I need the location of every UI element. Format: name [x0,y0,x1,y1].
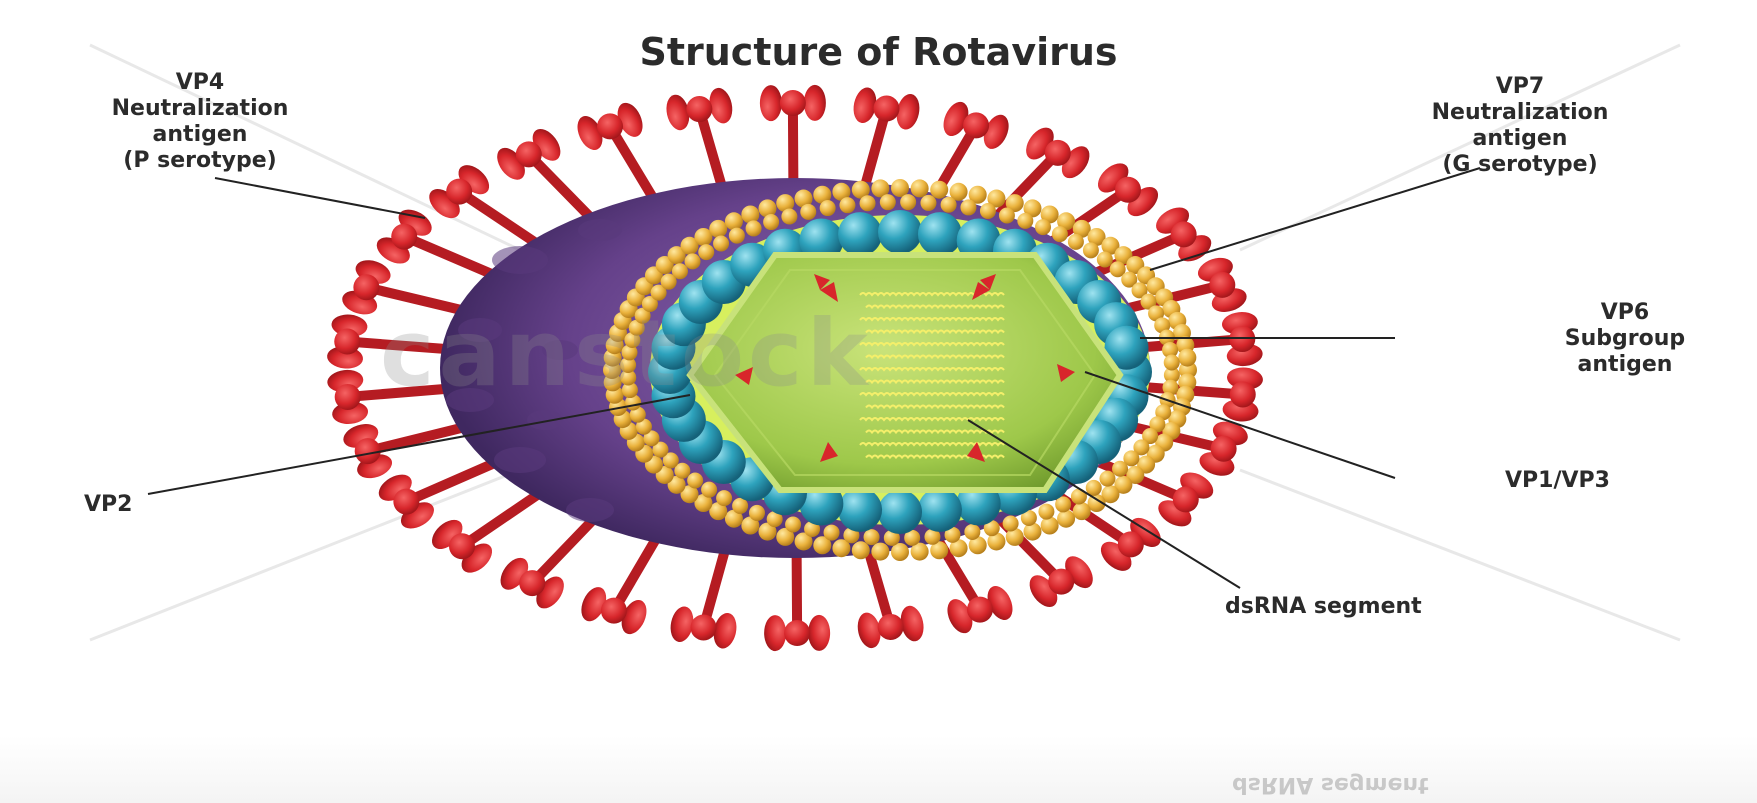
label-vp7: VP7 Neutralization antigen (G serotype) [1390,74,1650,178]
label-vp7-line3: antigen [1390,126,1650,152]
label-vp4: VP4 Neutralization antigen (P serotype) [70,70,330,174]
label-vp4-name: VP4 [70,70,330,96]
label-vp4-line4: (P serotype) [70,148,330,174]
label-vp4-line3: antigen [70,122,330,148]
spike [668,545,740,651]
spike [424,159,544,247]
spike [851,85,923,191]
spike [663,86,735,192]
label-vp7-line2: Neutralization [1390,100,1650,126]
spike [492,124,596,223]
spike [374,459,504,534]
spike [760,85,826,188]
spike [372,204,502,278]
label-vp6-line3: antigen [1525,352,1725,378]
label-vp1-vp3: VP1/VP3 [1505,468,1610,494]
reflection-text: dsRNA segment [1232,772,1429,797]
label-vp2: VP2 [84,492,132,518]
label-vp7-line4: (G serotype) [1390,152,1650,178]
spike [340,420,475,483]
spike [576,533,659,638]
label-vp7-name: VP7 [1390,74,1650,100]
label-dsrna-segment: dsRNA segment [1225,594,1422,620]
label-vp6: VP6 Subgroup antigen [1525,300,1725,378]
diagram-title: Structure of Rotavirus [0,30,1757,74]
spike [1130,310,1264,368]
label-vp6-name: VP6 [1525,300,1725,326]
mirror-reflection [0,735,1757,803]
spike [573,99,657,204]
spike [495,515,598,614]
watermark: canstock [380,300,872,407]
label-vp4-line2: Neutralization [70,96,330,122]
spike [855,544,927,650]
label-vp6-line2: Subgroup [1525,326,1725,352]
spike [764,548,830,651]
